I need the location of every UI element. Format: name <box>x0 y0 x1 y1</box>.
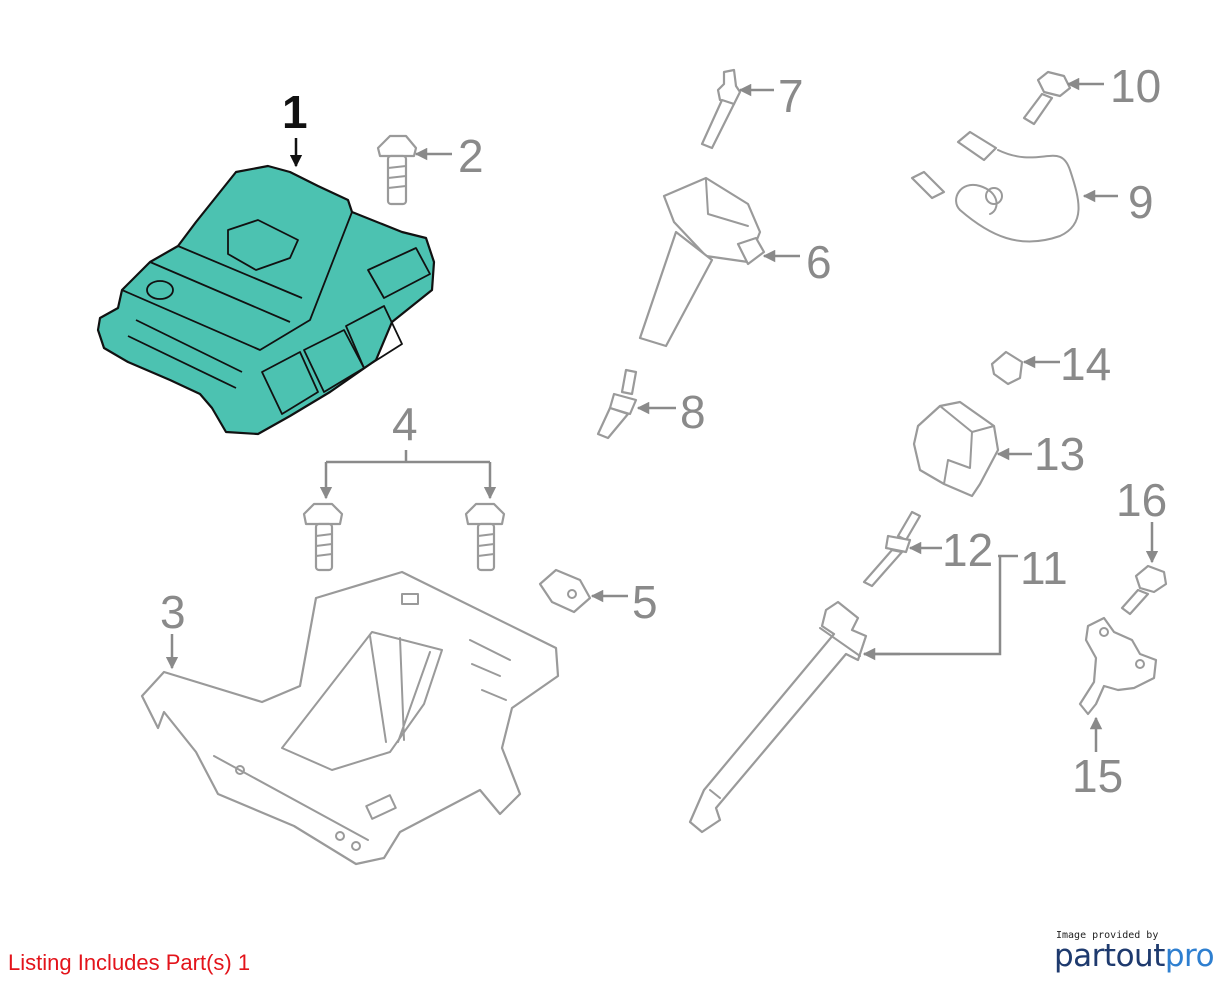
part-3-bracket[interactable] <box>140 570 560 866</box>
part-6-ignition-coil[interactable] <box>638 176 766 348</box>
part-2-bolt[interactable] <box>376 134 418 206</box>
callout-5[interactable]: 5 <box>632 576 658 628</box>
listing-includes-text: Listing Includes Part(s) 1 <box>8 950 251 975</box>
part-5-clip[interactable] <box>538 568 592 614</box>
part-8-spark-plug[interactable] <box>596 368 638 440</box>
part-15-sensor[interactable] <box>1078 616 1158 716</box>
part-4-bolts[interactable] <box>302 502 506 572</box>
callout-11[interactable]: 11 <box>1020 542 1068 594</box>
part-9-harness[interactable] <box>910 130 1080 243</box>
part-14-nut[interactable] <box>990 350 1024 386</box>
callout-16[interactable]: 16 <box>1116 474 1167 526</box>
callout-4[interactable]: 4 <box>392 398 418 450</box>
callout-7[interactable]: 7 <box>778 70 804 122</box>
part-10-bolt[interactable] <box>1022 70 1072 126</box>
callout-8[interactable]: 8 <box>680 386 706 438</box>
callout-2[interactable]: 2 <box>458 130 484 182</box>
callout-15[interactable]: 15 <box>1072 750 1123 802</box>
callout-12[interactable]: 12 <box>942 524 993 576</box>
part-13-cover[interactable] <box>912 400 1000 498</box>
part-7-stud[interactable] <box>700 68 742 150</box>
callout-14[interactable]: 14 <box>1060 338 1111 390</box>
callout-13[interactable]: 13 <box>1034 428 1085 480</box>
part-1-ecu[interactable] <box>96 164 436 436</box>
part-16-bolt[interactable] <box>1120 564 1168 616</box>
callout-3[interactable]: 3 <box>160 586 186 638</box>
callout-10[interactable]: 10 <box>1110 60 1161 112</box>
image-credit-caption: Image provided by <box>1056 930 1159 941</box>
partoutpro-logo: partoutpro <box>1054 938 1215 974</box>
callout-1[interactable]: 1 <box>282 86 308 138</box>
part-11-rod[interactable] <box>688 600 868 834</box>
brand-part-2: pro <box>1164 938 1215 974</box>
part-12-stud[interactable] <box>862 510 922 588</box>
brand-part-1: partout <box>1054 938 1165 974</box>
callout-9[interactable]: 9 <box>1128 176 1154 228</box>
callout-6[interactable]: 6 <box>806 236 832 288</box>
